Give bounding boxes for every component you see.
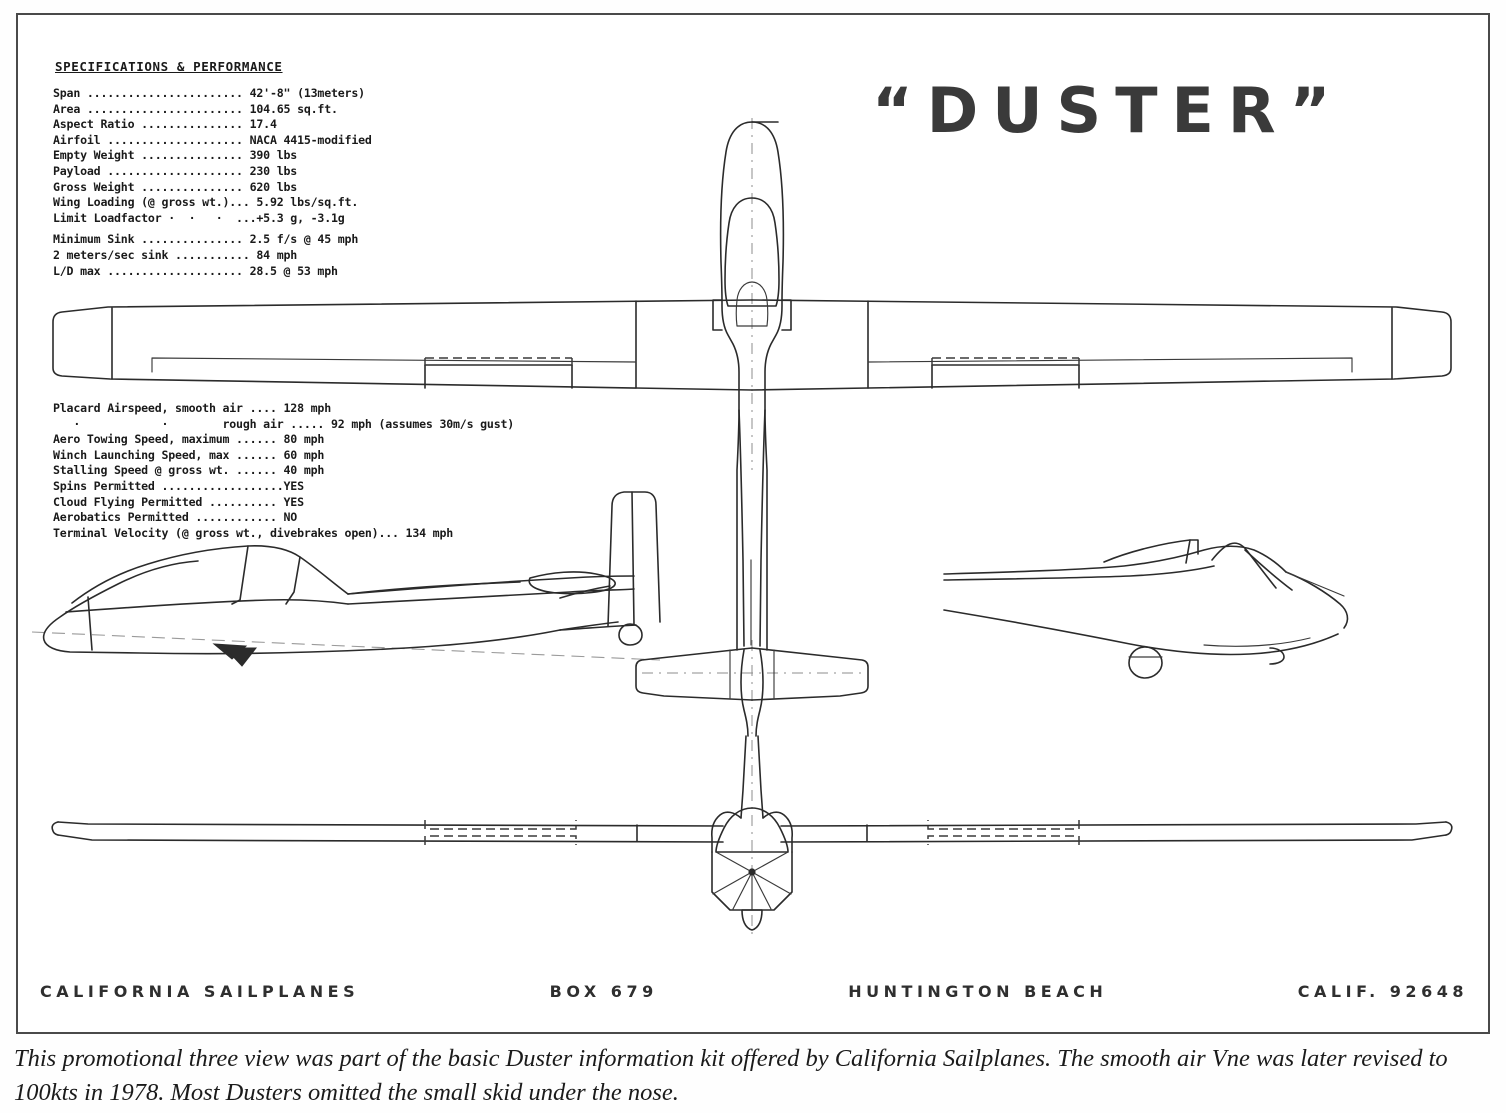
spec-row: 2 meters/sec sink ........... 84 mph bbox=[53, 247, 298, 262]
perf-row: · · rough air ..... 92 mph (assumes 30m/… bbox=[53, 416, 515, 431]
spec-row: Airfoil .................... NACA 4415-m… bbox=[53, 132, 372, 147]
perf-row: Spins Permitted ..................YES bbox=[53, 478, 304, 493]
footer-box: BOX 679 bbox=[549, 982, 658, 1001]
specifications-performance-list: Placard Airspeed, smooth air .... 128 mp… bbox=[53, 401, 514, 541]
perf-row: Stalling Speed @ gross wt. ...... 40 mph bbox=[53, 463, 325, 478]
perf-row: Winch Launching Speed, max ...... 60 mph bbox=[53, 447, 325, 462]
footer-state-zip: CALIF. 92648 bbox=[1297, 982, 1468, 1001]
perf-row: Cloud Flying Permitted .......... YES bbox=[53, 494, 304, 509]
figure-caption: This promotional three view was part of … bbox=[14, 1045, 1448, 1106]
spec-row: Empty Weight ............... 390 lbs bbox=[53, 148, 298, 163]
specifications-heading: SPECIFICATIONS & PERFORMANCE bbox=[55, 59, 283, 74]
spec-row: Wing Loading (@ gross wt.)... 5.92 lbs/s… bbox=[53, 195, 359, 210]
footer-city: HUNTINGTON BEACH bbox=[848, 982, 1108, 1001]
duster-title-logo: “DUSTER” bbox=[872, 74, 1345, 147]
spec-row: Payload .................... 230 lbs bbox=[53, 163, 298, 178]
spec-row: L/D max .................... 28.5 @ 53 m… bbox=[53, 263, 338, 278]
perf-row: Placard Airspeed, smooth air .... 128 mp… bbox=[53, 401, 331, 415]
footer-company: CALIFORNIA SAILPLANES bbox=[40, 982, 360, 1001]
spec-row: Limit Loadfactor · · · ...+5.3 g, -3.1g bbox=[53, 210, 345, 225]
spec-row: Area ....................... 104.65 sq.f… bbox=[53, 101, 338, 116]
spec-row: Gross Weight ............... 620 lbs bbox=[53, 179, 298, 194]
perf-row: Terminal Velocity (@ gross wt., divebrak… bbox=[53, 525, 454, 540]
perf-row: Aerobatics Permitted ............ NO bbox=[53, 510, 298, 525]
perf-row: Aero Towing Speed, maximum ...... 80 mph bbox=[53, 432, 325, 447]
spec-row: Aspect Ratio ............... 17.4 bbox=[53, 117, 277, 132]
spec-row: Minimum Sink ............... 2.5 f/s @ 4… bbox=[53, 232, 359, 247]
spec-row: Span ....................... 42'-8" (13m… bbox=[53, 86, 365, 100]
footer-address-line: CALIFORNIA SAILPLANES BOX 679 HUNTINGTON… bbox=[0, 982, 1506, 1001]
specifications-primary-list: Span ....................... 42'-8" (13m… bbox=[53, 86, 372, 279]
